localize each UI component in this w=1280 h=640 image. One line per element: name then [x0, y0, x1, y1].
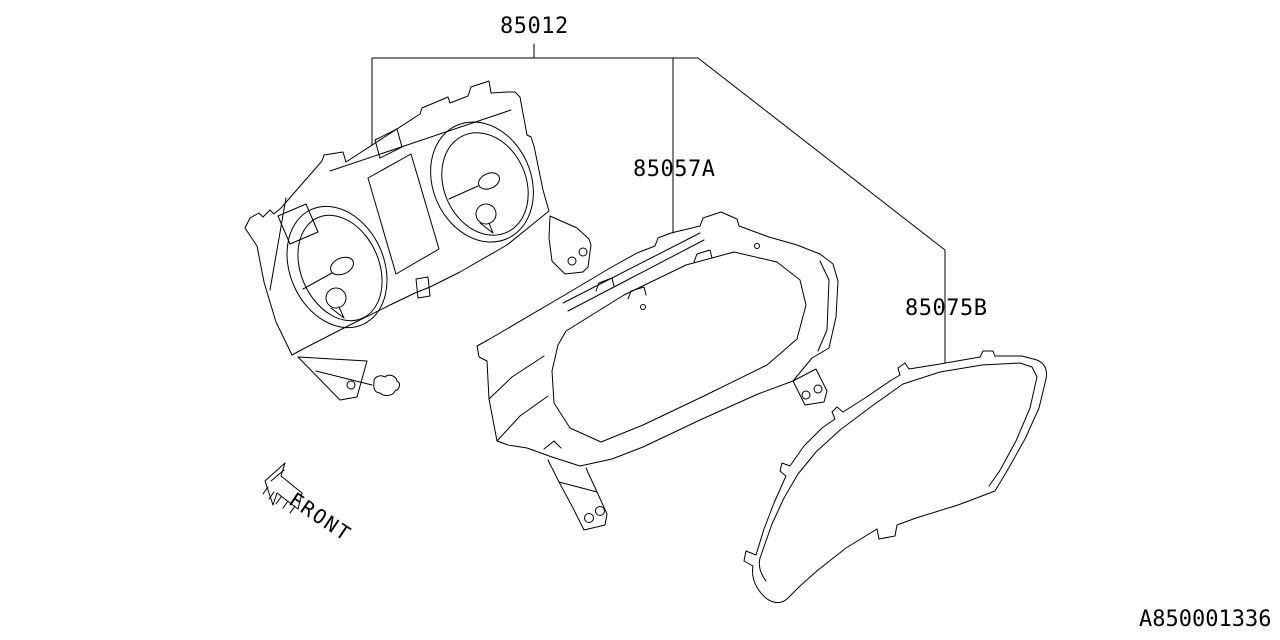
cluster-connector-stud — [373, 374, 400, 396]
cluster-foot-plate — [297, 356, 368, 401]
case-bracket-hole — [595, 506, 605, 516]
left-gauge-outer-ring — [286, 205, 388, 329]
front-arrow-inner-edge — [270, 469, 285, 482]
right-gauge-pivot — [475, 203, 497, 225]
case-right-depth-line — [817, 260, 830, 352]
callout-85012: 85012 — [500, 14, 569, 39]
case-rail-tab — [627, 286, 647, 300]
cluster-bottom-tab — [415, 276, 431, 299]
cluster-top-box — [374, 128, 403, 159]
lens-outer-outline — [743, 350, 1047, 604]
case-bottom-bracket — [558, 481, 608, 531]
front-direction-arrow — [262, 462, 303, 514]
case-rail-tab — [595, 277, 615, 292]
case-rail-tab — [693, 249, 713, 263]
front-arrow-outline — [264, 462, 303, 510]
case-bracket-hole — [584, 513, 594, 523]
front-arrow-hatching — [262, 486, 296, 514]
case-bracket-hole — [813, 384, 823, 394]
cluster-bracket-hole — [567, 256, 577, 266]
case-bottom-bracket-arms — [547, 459, 598, 493]
case-opening — [551, 251, 807, 443]
case-screw-mark — [640, 304, 646, 310]
drawing-number: A850001336 — [1139, 607, 1272, 632]
cluster-body-outline — [244, 80, 550, 356]
case-screw-mark — [754, 243, 760, 249]
lens-thickness-line — [758, 362, 1038, 582]
meter-lens-art — [743, 350, 1047, 604]
leader-85012 — [371, 43, 699, 146]
cluster-display-window — [367, 153, 440, 275]
cluster-right-bracket — [548, 215, 592, 275]
left-gauge-needle — [302, 272, 333, 290]
meter-case-art — [476, 211, 839, 531]
callout-85075B: 85075B — [905, 296, 988, 321]
left-gauge-needle-head — [330, 256, 354, 276]
right-gauge-pivot-tail — [479, 222, 494, 234]
callout-85057A: 85057A — [633, 157, 716, 182]
case-sidewall-ribs — [488, 355, 562, 450]
right-gauge-needle-head — [477, 172, 501, 190]
left-gauge-pivot — [325, 287, 347, 309]
left-gauge-pivot-tail — [330, 306, 345, 319]
cluster-connector-line — [315, 370, 373, 386]
case-top-rail-lines — [562, 232, 705, 312]
leader-85075B — [697, 57, 946, 364]
right-gauge-outer-ring — [430, 121, 534, 243]
leader-lines — [371, 43, 946, 364]
right-gauge-needle — [448, 185, 479, 200]
instrument-cluster-art — [244, 80, 592, 401]
cluster-small-window — [277, 203, 319, 245]
case-bracket-hole — [801, 390, 811, 400]
case-outer-outline — [476, 211, 839, 467]
left-gauge-inner-ring — [297, 214, 383, 322]
right-gauge-inner-ring — [441, 132, 529, 236]
case-right-bracket — [792, 368, 828, 406]
cluster-foot-hole — [346, 380, 356, 390]
cluster-bracket-hole — [578, 247, 588, 257]
